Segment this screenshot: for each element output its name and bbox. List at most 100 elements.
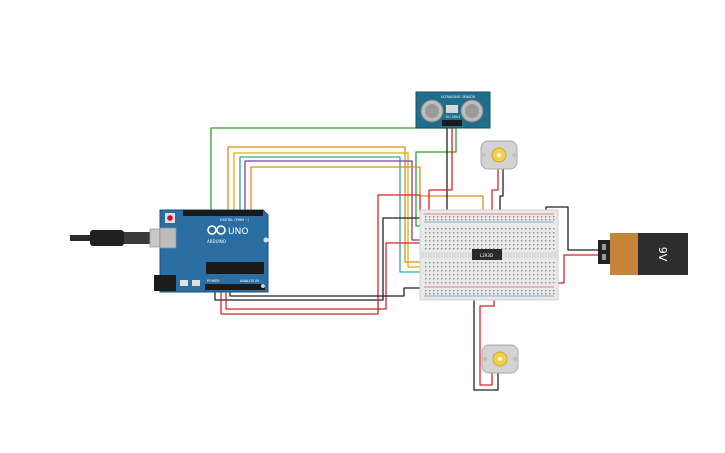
breadboard-hole xyxy=(485,274,487,276)
breadboard-hole xyxy=(489,293,491,295)
breadboard-hole xyxy=(549,228,551,230)
breadboard-hole xyxy=(529,236,531,238)
breadboard-hole xyxy=(533,244,535,246)
breadboard-hole xyxy=(521,240,523,242)
breadboard-hole xyxy=(505,236,507,238)
breadboard-hole xyxy=(473,293,475,295)
breadboard-hole xyxy=(545,266,547,268)
breadboard[interactable]: L293D xyxy=(419,209,559,301)
breadboard-hole xyxy=(477,282,479,284)
breadboard-hole xyxy=(477,248,479,250)
breadboard-hole xyxy=(445,290,447,292)
wire-teal[interactable] xyxy=(239,156,430,273)
breadboard-hole xyxy=(533,270,535,272)
ultrasonic-sensor[interactable]: ULTRASONIC SENSOR HC-SR04 xyxy=(415,91,491,129)
breadboard-hole xyxy=(497,262,499,264)
breadboard-hole xyxy=(493,216,495,218)
breadboard-hole xyxy=(453,248,455,250)
breadboard-hole xyxy=(465,278,467,280)
breadboard-hole xyxy=(541,262,543,264)
breadboard-hole xyxy=(489,219,491,221)
wire-orange-2[interactable] xyxy=(250,166,484,245)
breadboard-hole xyxy=(473,282,475,284)
breadboard-holes xyxy=(425,216,555,295)
breadboard-hole xyxy=(469,262,471,264)
battery-9v[interactable]: 9V xyxy=(598,233,688,275)
motor-driver-chip[interactable] xyxy=(472,249,502,260)
breadboard-hole xyxy=(429,240,431,242)
wire-red-5v[interactable] xyxy=(220,194,421,315)
breadboard-hole xyxy=(469,232,471,234)
breadboard-hole xyxy=(441,278,443,280)
arduino-uno-board[interactable]: UNO ARDUINO DIGITAL (PWM ~) POWER ANALOG… xyxy=(154,209,269,293)
breadboard-hole xyxy=(453,293,455,295)
wire-black-gnd[interactable] xyxy=(214,217,428,301)
breadboard-hole xyxy=(525,236,527,238)
breadboard-hole xyxy=(425,219,427,221)
breadboard-hole xyxy=(465,240,467,242)
breadboard-hole xyxy=(529,262,531,264)
dc-motor-top[interactable] xyxy=(480,140,518,170)
breadboard-hole xyxy=(465,219,467,221)
breadboard-hole xyxy=(537,248,539,250)
breadboard-hole xyxy=(445,270,447,272)
wire-orange[interactable] xyxy=(227,146,430,263)
breadboard-hole xyxy=(445,216,447,218)
breadboard-hole xyxy=(433,248,435,250)
breadboard-hole xyxy=(537,293,539,295)
breadboard-hole xyxy=(497,282,499,284)
breadboard-hole xyxy=(541,216,543,218)
breadboard-hole xyxy=(441,293,443,295)
breadboard-hole xyxy=(533,240,535,242)
wire-red-sensor[interactable] xyxy=(428,128,453,214)
breadboard-hole xyxy=(425,240,427,242)
dc-motor-bottom[interactable] xyxy=(481,344,519,374)
breadboard-hole xyxy=(485,236,487,238)
wire-yellow[interactable] xyxy=(233,152,430,268)
breadboard-hole xyxy=(485,244,487,246)
breadboard-hole xyxy=(521,244,523,246)
breadboard-hole xyxy=(497,219,499,221)
breadboard-hole xyxy=(549,244,551,246)
breadboard-hole xyxy=(553,244,555,246)
breadboard-hole xyxy=(457,262,459,264)
breadboard-hole xyxy=(429,266,431,268)
breadboard-hole xyxy=(533,248,535,250)
breadboard-hole xyxy=(441,244,443,246)
breadboard-hole xyxy=(541,236,543,238)
breadboard-hole xyxy=(501,282,503,284)
breadboard-hole xyxy=(441,290,443,292)
breadboard-hole xyxy=(465,244,467,246)
wire-green[interactable] xyxy=(210,127,457,227)
breadboard-hole xyxy=(437,274,439,276)
breadboard-hole xyxy=(457,232,459,234)
breadboard-hole xyxy=(457,244,459,246)
breadboard-hole xyxy=(509,266,511,268)
breadboard-hole xyxy=(553,240,555,242)
breadboard-hole xyxy=(473,216,475,218)
breadboard-hole xyxy=(541,266,543,268)
breadboard-hole xyxy=(469,236,471,238)
breadboard-hole xyxy=(525,270,527,272)
breadboard-hole xyxy=(493,290,495,292)
breadboard-hole xyxy=(525,240,527,242)
breadboard-hole xyxy=(453,240,455,242)
breadboard-hole xyxy=(429,282,431,284)
breadboard-hole xyxy=(445,266,447,268)
breadboard-hole xyxy=(437,219,439,221)
breadboard-hole xyxy=(517,248,519,250)
breadboard-hole xyxy=(537,262,539,264)
breadboard-hole xyxy=(497,290,499,292)
driver-label: L293D xyxy=(480,253,493,258)
breadboard-hole xyxy=(513,278,515,280)
breadboard-hole xyxy=(461,293,463,295)
breadboard-hole xyxy=(489,240,491,242)
breadboard-hole xyxy=(465,228,467,230)
arduino-logo-icon xyxy=(207,225,226,235)
breadboard-hole xyxy=(505,248,507,250)
breadboard-hole xyxy=(477,278,479,280)
breadboard-hole xyxy=(449,293,451,295)
breadboard-hole xyxy=(525,244,527,246)
wire-red-bottom[interactable] xyxy=(225,242,430,310)
breadboard-hole xyxy=(553,290,555,292)
